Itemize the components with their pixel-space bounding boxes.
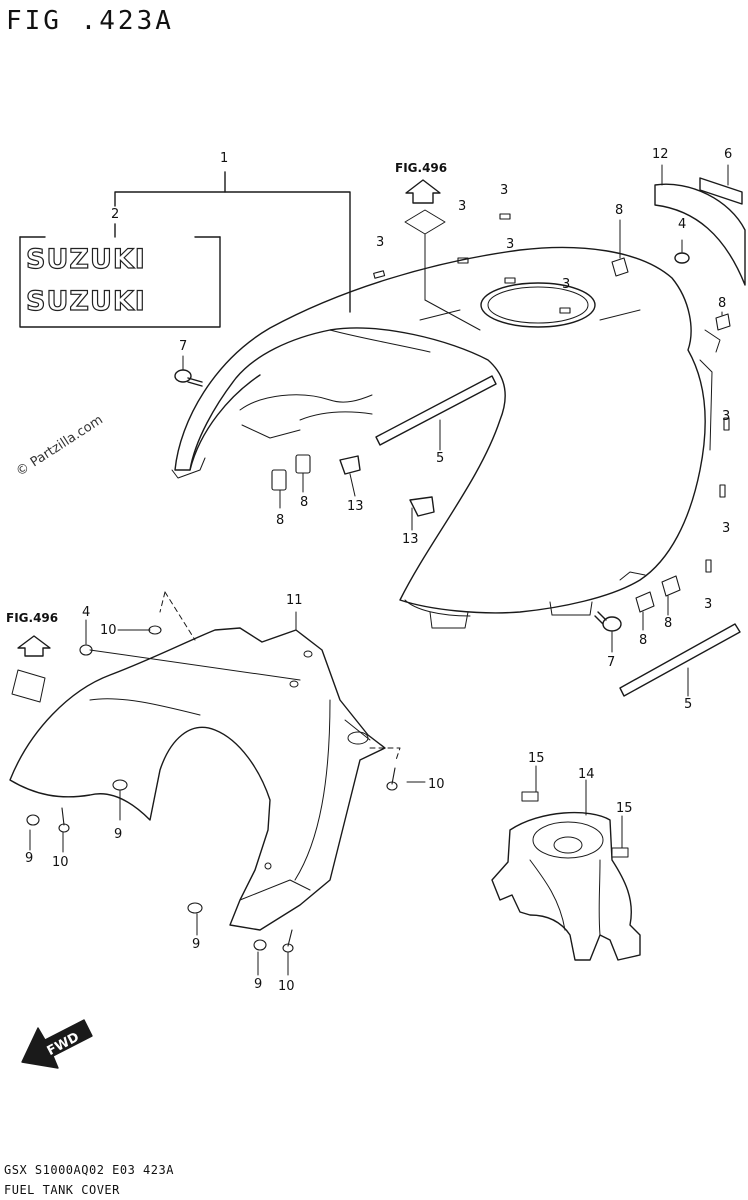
- callout-3: 3: [506, 237, 515, 252]
- figure-title: FIG .423A: [6, 6, 174, 36]
- callout-7: 7: [607, 655, 616, 670]
- callout-8: 8: [276, 513, 285, 528]
- callout-3: 3: [562, 277, 571, 292]
- leader-lines: [29, 219, 723, 976]
- callout-3: 3: [704, 597, 713, 612]
- callout-9: 9: [192, 937, 201, 952]
- callout-3: 3: [500, 183, 509, 198]
- front-panel-14: [491, 765, 641, 961]
- callout-8: 8: [718, 296, 727, 311]
- decal-set-bracket: [114, 171, 351, 313]
- fig-ref-arrow-top: [404, 179, 481, 331]
- fwd-arrow: [21, 1019, 93, 1069]
- callout-8: 8: [639, 633, 648, 648]
- clips-8: [271, 257, 731, 613]
- callout-3: 3: [722, 521, 731, 536]
- bolt-7-upper: [174, 369, 203, 387]
- callout-6: 6: [724, 147, 733, 162]
- callout-2: 2: [111, 207, 120, 222]
- callout-10: 10: [278, 979, 295, 994]
- callout-3: 3: [722, 409, 731, 424]
- suzuki-decal-panel: [19, 223, 221, 328]
- callout-5: 5: [436, 451, 445, 466]
- callout-9: 9: [254, 977, 263, 992]
- callout-12: 12: [652, 147, 669, 162]
- callout-5: 5: [684, 697, 693, 712]
- callout-8: 8: [615, 203, 624, 218]
- fasteners-9-10: [26, 625, 398, 953]
- callout-7: 7: [179, 339, 188, 354]
- callout-3: 3: [458, 199, 467, 214]
- callout-15: 15: [616, 801, 633, 816]
- callout-8: 8: [300, 495, 309, 510]
- callout-10: 10: [100, 623, 117, 638]
- fuel-tank-cover: [171, 246, 721, 629]
- fig-ref-arrow-left: [11, 635, 51, 703]
- suzuki-decal-text-upper: SUZUKI: [25, 243, 146, 275]
- suzuki-decal-text-lower: SUZUKI: [25, 285, 146, 317]
- callout-4: 4: [678, 217, 687, 232]
- callout-11: 11: [286, 593, 303, 608]
- footer-caption: FUEL TANK COVER: [4, 1183, 120, 1197]
- rubber-strip-5-upper: [375, 375, 497, 451]
- callout-15: 15: [528, 751, 545, 766]
- fig-ref-top: FIG.496: [395, 161, 448, 175]
- grommet-4-top: [674, 239, 690, 264]
- rubber-strip-5-lower: [619, 623, 741, 697]
- rubber-pad-6: [699, 164, 743, 205]
- pads-3: [373, 213, 730, 573]
- callout-9: 9: [114, 827, 123, 842]
- bracket-13-a: [339, 455, 361, 475]
- callout-10: 10: [52, 855, 69, 870]
- callout-3: 3: [376, 235, 385, 250]
- callout-13: 13: [347, 499, 364, 514]
- callout-9: 9: [25, 851, 34, 866]
- bracket-13-b: [409, 496, 435, 517]
- callout-13: 13: [402, 532, 419, 547]
- fig-ref-left: FIG.496: [6, 611, 59, 625]
- callout-4: 4: [82, 605, 91, 620]
- callout-10: 10: [428, 777, 445, 792]
- callout-14: 14: [578, 767, 595, 782]
- trim-strip-12: [654, 164, 746, 286]
- callout-1: 1: [220, 151, 229, 166]
- bolt-7-lower: [594, 611, 622, 632]
- footer-code: GSX S1000AQ02 E03 423A: [4, 1163, 174, 1177]
- callout-8: 8: [664, 616, 673, 631]
- under-cover-11: [9, 591, 401, 931]
